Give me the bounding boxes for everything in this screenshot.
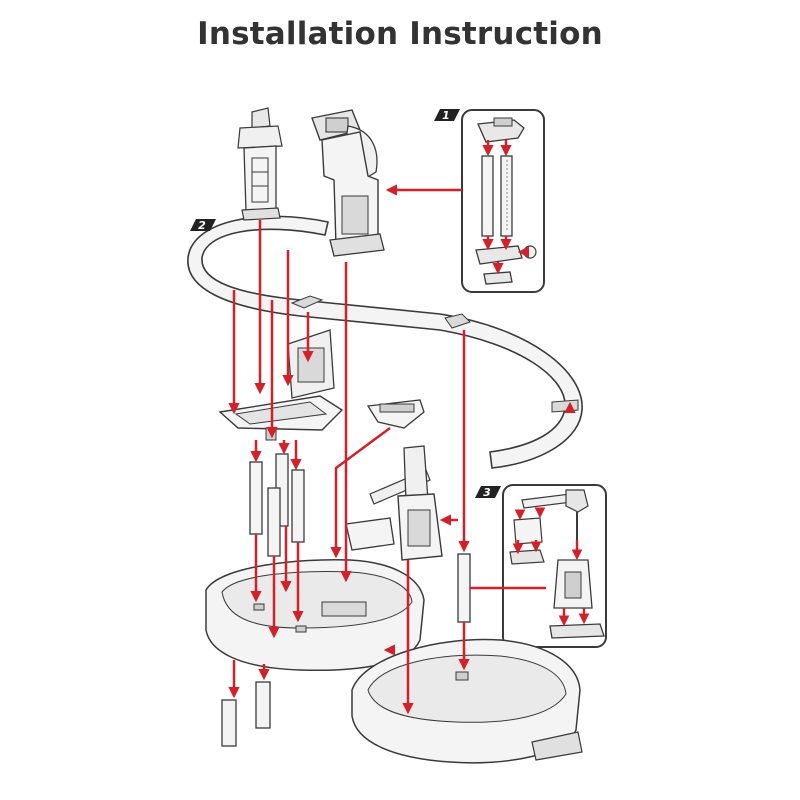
page-title: Installation Instruction <box>197 16 603 52</box>
step-1-number: 1 <box>442 109 450 122</box>
step-3-number: 3 <box>483 486 491 499</box>
step-1-tag: 1 <box>434 109 460 122</box>
case-base-left <box>205 558 425 672</box>
step-3-tag: 3 <box>475 486 501 499</box>
monorail-track <box>187 215 583 469</box>
crane-station <box>345 445 443 561</box>
step-2-tag: 2 <box>190 219 216 232</box>
assembly-arrows <box>228 184 576 715</box>
raised-platform <box>218 329 344 441</box>
step-3-detail-panel <box>502 484 607 648</box>
step-1-detail-panel <box>461 109 545 293</box>
step-2-number: 2 <box>198 219 206 232</box>
support-pillars <box>221 453 471 747</box>
lighthouse-tower <box>237 107 283 221</box>
station-gate-tower <box>311 109 385 257</box>
small-fence-piece <box>366 399 425 429</box>
